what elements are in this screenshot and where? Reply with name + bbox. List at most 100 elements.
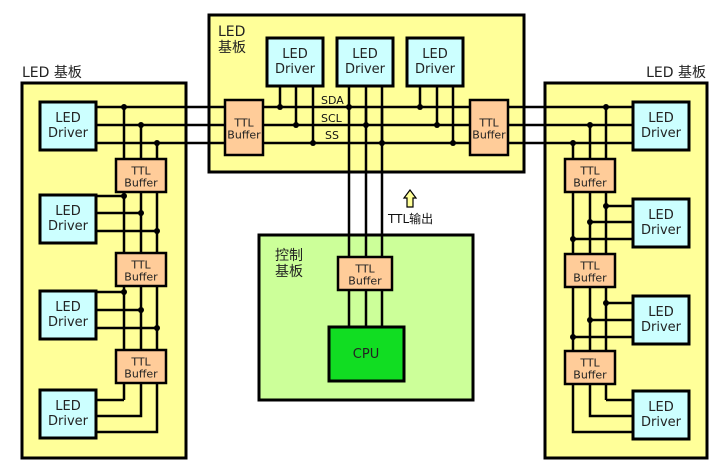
- blocks: LEDDriverLEDDriverLEDDriverLEDDriverTTLB…: [38, 36, 691, 441]
- buffer-label-line1: TTL: [130, 165, 151, 178]
- left-driver-2: [38, 193, 98, 245]
- junction-dot: [121, 193, 127, 199]
- driver-label-line1: LED: [55, 399, 80, 414]
- junction-dot: [603, 203, 609, 209]
- buffer-label-line2: Buffer: [124, 368, 158, 381]
- right-driver-1: [631, 100, 691, 152]
- driver-label-line1: LED: [648, 305, 673, 320]
- driver-label-line1: LED: [422, 47, 447, 62]
- junction-dot: [587, 219, 593, 225]
- left-buffer-1: [114, 157, 168, 194]
- top-board-label-2: 基板: [218, 39, 246, 56]
- driver-label-line1: LED: [282, 47, 307, 62]
- junction-dot: [121, 289, 127, 295]
- driver-label-line2: Driver: [275, 62, 316, 77]
- buffer-label-line2: Buffer: [573, 272, 607, 285]
- junction-dot: [363, 122, 369, 128]
- buffer-label-line1: TTL: [354, 263, 375, 276]
- buffer-label-line2: Buffer: [573, 177, 607, 190]
- buffer-label-line2: Buffer: [124, 271, 158, 284]
- junction-dot: [277, 104, 283, 110]
- buffer-label-line1: TTL: [130, 259, 151, 272]
- right-buffer-1: [563, 157, 617, 194]
- left-buffer-2: [114, 251, 168, 288]
- driver-label-line1: LED: [648, 400, 673, 415]
- junction-dot: [121, 104, 127, 110]
- left-driver-3: [38, 289, 98, 341]
- driver-label-line2: Driver: [641, 223, 682, 238]
- up-arrow-icon: [402, 189, 418, 208]
- top-buffer-left: [223, 98, 265, 157]
- junction-dot: [570, 334, 576, 340]
- junction-dot: [154, 325, 160, 331]
- ttl-output-label: TTL输出: [387, 211, 433, 226]
- top-driver-1: [265, 36, 325, 88]
- driver-label-line2: Driver: [48, 219, 89, 234]
- driver-label-line2: Driver: [641, 320, 682, 335]
- buffer-label-line2: Buffer: [124, 177, 158, 190]
- junction-dot: [603, 104, 609, 110]
- junction-dot: [138, 307, 144, 313]
- right-board-label: LED 基板: [646, 64, 706, 81]
- left-buffer-3: [114, 348, 168, 385]
- right-driver-2: [631, 197, 691, 249]
- control-board-label-2: 基板: [275, 263, 303, 280]
- right-driver-4: [631, 389, 691, 441]
- left-driver-1: [38, 100, 98, 152]
- right-tail: [588, 400, 634, 418]
- junction-dot: [154, 228, 160, 234]
- right-driver-3: [631, 294, 691, 346]
- junction-dot: [138, 122, 144, 128]
- control-board-label-1: 控制: [275, 248, 303, 264]
- signal-scl: SCL: [321, 112, 343, 125]
- driver-label-line2: Driver: [48, 414, 89, 429]
- driver-label-line2: Driver: [48, 126, 89, 141]
- driver-label-line2: Driver: [48, 315, 89, 330]
- junction-dot: [587, 317, 593, 323]
- left-driver-4: [38, 388, 98, 440]
- top-board-label-1: LED: [218, 24, 245, 40]
- signal-ss: SS: [325, 129, 339, 142]
- driver-label-line2: Driver: [641, 126, 682, 141]
- buffer-label-line1: TTL: [579, 260, 600, 273]
- right-tail: [571, 400, 634, 434]
- buffer-label-line2: Buffer: [227, 129, 261, 142]
- buffer-label-line1: TTL: [130, 356, 151, 369]
- junction-dot: [154, 140, 160, 146]
- driver-label-line2: Driver: [415, 62, 456, 77]
- left-board-label: LED 基板: [22, 64, 82, 81]
- junction-dot: [417, 104, 423, 110]
- junction-dot: [293, 122, 299, 128]
- driver-label-line1: LED: [55, 111, 80, 126]
- buffer-label-line2: Buffer: [348, 275, 382, 288]
- junction-dot: [434, 122, 440, 128]
- junction-dot: [310, 140, 316, 146]
- junction-dot: [346, 104, 352, 110]
- signal-sda: SDA: [321, 94, 344, 107]
- buffer-label-line1: TTL: [579, 165, 600, 178]
- cpu-block: [327, 325, 406, 383]
- top-buffer-right: [468, 98, 510, 157]
- control-buffer: [336, 255, 394, 292]
- junction-dot: [379, 140, 385, 146]
- right-buffer-2: [563, 252, 617, 289]
- junction-dot: [570, 140, 576, 146]
- buffer-label-line1: TTL: [233, 117, 254, 130]
- driver-label-line1: LED: [55, 300, 80, 315]
- junction-dot: [450, 140, 456, 146]
- driver-label-line1: LED: [648, 111, 673, 126]
- driver-label-line1: LED: [352, 47, 377, 62]
- left-tail: [97, 400, 143, 418]
- buffer-label-line1: TTL: [579, 357, 600, 370]
- buffer-label-line2: Buffer: [472, 129, 506, 142]
- junction-dot: [587, 122, 593, 128]
- buffer-label-line1: TTL: [478, 117, 499, 130]
- top-driver-3: [405, 36, 465, 88]
- driver-label-line1: LED: [648, 208, 673, 223]
- left-tail: [97, 400, 159, 434]
- junction-dot: [138, 210, 144, 216]
- cpu-label: CPU: [353, 347, 379, 362]
- driver-label-line2: Driver: [641, 415, 682, 430]
- right-buffer-3: [563, 349, 617, 386]
